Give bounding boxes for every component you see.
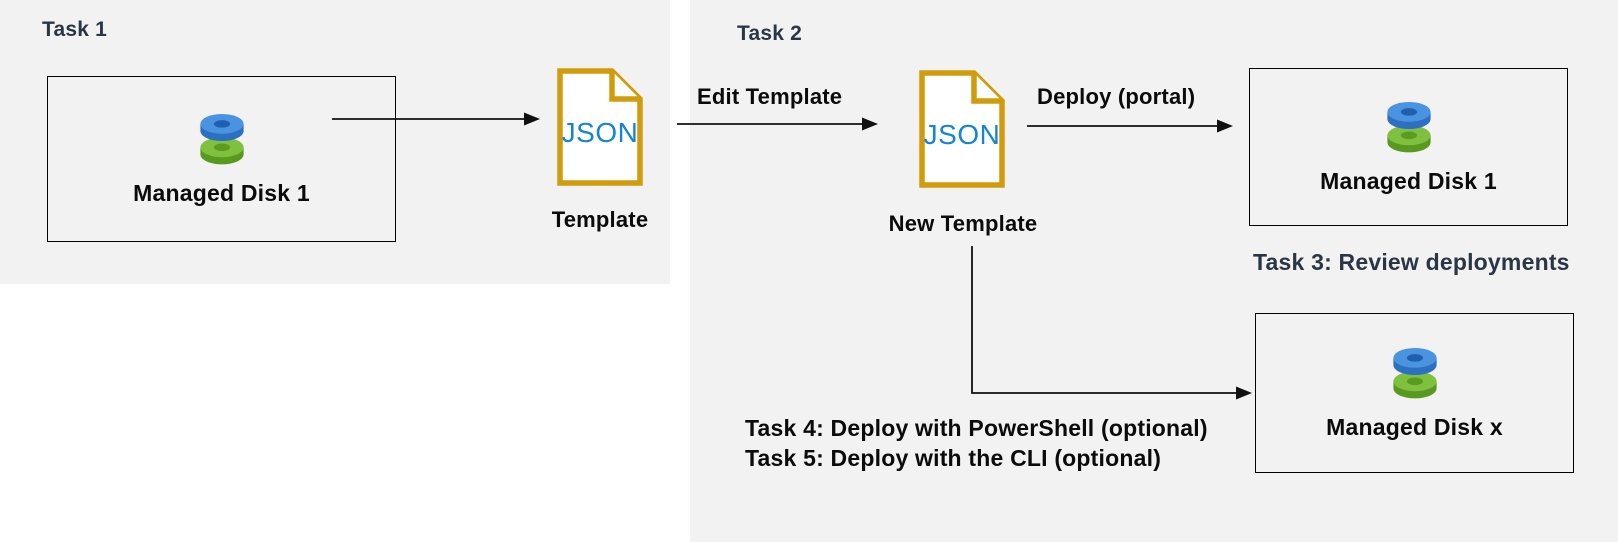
deploy-portal-arrow-label: Deploy (portal): [1037, 84, 1196, 109]
new-template-caption: New Template: [888, 211, 1038, 236]
edit-template-arrow-label: Edit Template: [697, 84, 843, 109]
task2-heading: Task 2: [737, 22, 803, 45]
task1-heading: Task 1: [42, 18, 108, 41]
managed-disk-x-box: Managed Disk x: [1255, 313, 1574, 473]
managed-disk-1-deployed-label: Managed Disk 1: [1320, 168, 1497, 194]
json-new-template-file-icon: JSON: [919, 70, 1005, 188]
managed-disk-icon: [1386, 102, 1431, 153]
managed-disk-1-box: Managed Disk 1: [47, 76, 396, 242]
managed-disk-x-label: Managed Disk x: [1326, 414, 1503, 440]
json-file-text: JSON: [923, 119, 1001, 150]
managed-disk-1-deployed-box: Managed Disk 1: [1249, 68, 1568, 226]
task4-line: Task 4: Deploy with PowerShell (optional…: [745, 415, 1208, 441]
managed-disk-icon: [199, 114, 244, 165]
task5-line: Task 5: Deploy with the CLI (optional): [745, 445, 1162, 471]
task3-heading: Task 3: Review deployments: [1253, 249, 1570, 275]
managed-disk-1-label: Managed Disk 1: [133, 180, 310, 206]
managed-disk-icon: [1392, 348, 1437, 399]
task4-task5-annotations: Task 4: Deploy with PowerShell (optional…: [745, 413, 1208, 473]
json-template-file-icon: JSON: [557, 68, 643, 186]
template-caption: Template: [551, 207, 649, 232]
json-file-text: JSON: [561, 117, 639, 148]
